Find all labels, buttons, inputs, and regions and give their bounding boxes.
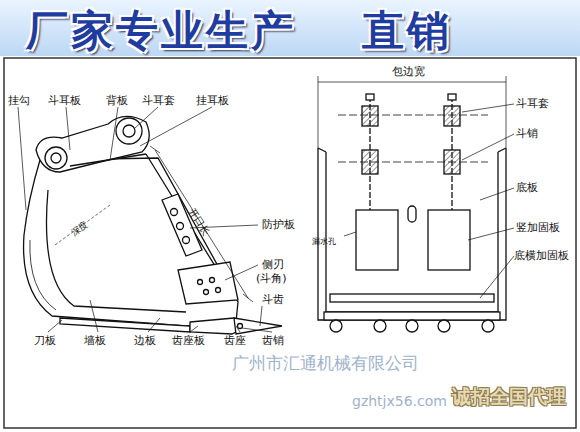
part-label: 侧刃	[262, 259, 284, 271]
part-label: 斗耳套	[142, 95, 175, 107]
part-label: 边板	[134, 335, 156, 347]
part-label: 齿销	[262, 335, 284, 347]
watermark: 广州市汇通机械有限公司	[232, 354, 419, 373]
part-label: 墙板	[84, 335, 106, 347]
part-label: 斗销	[516, 128, 538, 140]
part-label: 底横加固板	[514, 250, 569, 262]
part-label: 斗耳套	[516, 98, 549, 110]
part-label: 斗齿	[262, 294, 284, 306]
watermark: 诚招全国代理	[452, 386, 566, 407]
part-label: 竖加固板	[516, 222, 560, 234]
part-label: 刀板	[34, 335, 56, 347]
part-label: 齿座	[224, 335, 246, 347]
part-label: 漏水孔	[312, 238, 336, 247]
part-label: (斗角)	[256, 273, 287, 285]
part-label: 挂勾	[8, 95, 30, 107]
part-label: 斗耳板	[48, 95, 81, 107]
part-label: 齿座板	[172, 335, 205, 347]
part-label: 底板	[516, 182, 538, 194]
watermark: gzhtjx56.com	[352, 394, 447, 409]
part-label: 背板	[106, 95, 128, 107]
part-label: 包边宽	[392, 66, 425, 78]
part-label: 防护板	[262, 219, 295, 231]
page-title: 厂家专业生产 直销	[26, 3, 452, 59]
part-label: 挂耳板	[196, 95, 229, 107]
